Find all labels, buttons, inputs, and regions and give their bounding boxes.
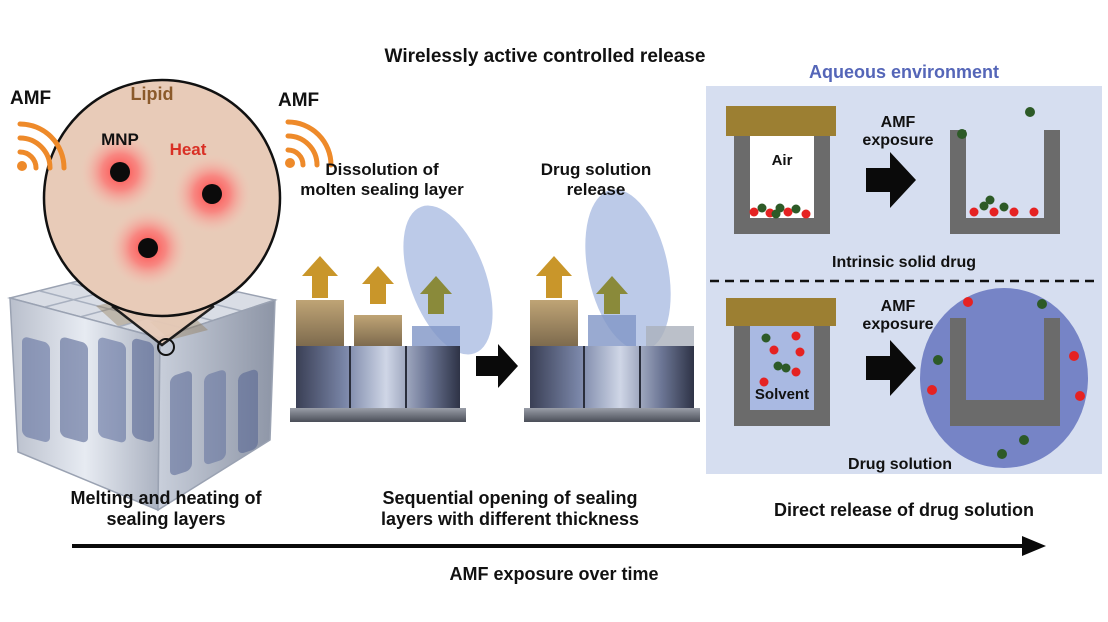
drug-solution-label: Drug solution [848, 456, 952, 473]
left-caption: Melting and heating of sealing layers [71, 488, 262, 529]
release-step-line2: release [566, 179, 626, 199]
amf-exposure-bottom: AMF exposure [862, 298, 933, 335]
device-cube [7, 267, 278, 512]
up-arrow [420, 276, 452, 314]
lipid-label: Lipid [130, 84, 174, 104]
air-label: Air [771, 152, 793, 169]
dissolution-step-label: Dissolution of molten sealing layer [300, 160, 463, 199]
up-arrow [362, 266, 394, 304]
step-arrow [476, 344, 518, 388]
left-caption-line2: sealing layers [106, 508, 226, 529]
left-caption-line1: Melting and heating of [70, 488, 262, 508]
amf-arrow [866, 340, 916, 396]
well-wall [734, 136, 830, 234]
magnifier [42, 78, 282, 356]
amf-exposure-top-line2: exposure [862, 132, 934, 150]
zoom-origin-circle [157, 338, 175, 356]
middle-caption-line2: layers with different thickness [380, 508, 640, 529]
cube-wells-left [22, 337, 154, 443]
dissolution-step-line2: molten sealing layer [300, 179, 464, 199]
mnp-particle [110, 162, 130, 182]
well-wall [734, 326, 830, 426]
up-arrow [302, 256, 338, 298]
mnp-particle [202, 184, 222, 204]
medium-seal [354, 315, 402, 346]
mnp-label: MNP [101, 130, 139, 149]
drug-solution-cloud [920, 288, 1088, 468]
amf-exposure-bottom-line2: exposure [862, 316, 934, 334]
device-base [290, 408, 466, 422]
amf-label-middle: AMF [278, 90, 320, 111]
dissolution-step-line1: Dissolution of [325, 160, 439, 179]
right-caption: Direct release of drug solution [773, 500, 1035, 520]
amf-exposure-top-line1: AMF [880, 114, 916, 131]
sealed-well-air [726, 106, 836, 234]
well-body [530, 346, 694, 408]
amf-wave-icon [285, 119, 334, 168]
mnp-particle [138, 238, 158, 258]
amf-exposure-top: AMF exposure [862, 114, 933, 151]
figure-title: Wirelessly active controlled release [384, 46, 706, 67]
device-stage-2 [524, 189, 700, 422]
amf-exposure-bottom-line1: AMF [880, 298, 916, 315]
released-droplet [403, 205, 493, 355]
thick-seal [296, 300, 344, 346]
cube-wells-right [170, 369, 258, 476]
aqueous-header: Aqueous environment [808, 62, 1000, 82]
device-stage-1 [290, 205, 493, 422]
solvent-label: Solvent [754, 386, 810, 403]
released-drug-solution [920, 288, 1088, 468]
timeline-arrowhead [1022, 536, 1046, 556]
release-step-line1: Drug solution [540, 160, 652, 179]
middle-caption-line1: Sequential opening of sealing [382, 488, 638, 508]
well-body [296, 346, 460, 408]
up-arrow [536, 256, 572, 298]
intrinsic-solid-drug-label: Intrinsic solid drug [831, 254, 977, 271]
opened-well [412, 326, 460, 346]
release-step-label: Drug solution release [541, 160, 651, 199]
amf-wave-icon [17, 121, 67, 171]
amf-label-left: AMF [10, 88, 52, 109]
up-arrow [596, 276, 628, 314]
timeline-label: AMF exposure over time [449, 564, 659, 584]
opened-well-solid [950, 107, 1060, 234]
device-base [524, 408, 700, 422]
opened-well [588, 315, 636, 346]
amf-arrow [866, 152, 916, 208]
heat-label: Heat [169, 140, 207, 159]
middle-caption: Sequential opening of sealing layers wit… [381, 488, 639, 529]
empty-well [646, 326, 694, 346]
seal-layer [726, 298, 836, 326]
thick-seal [530, 300, 578, 346]
seal-layer [726, 106, 836, 136]
sealed-well-solvent [726, 298, 836, 426]
